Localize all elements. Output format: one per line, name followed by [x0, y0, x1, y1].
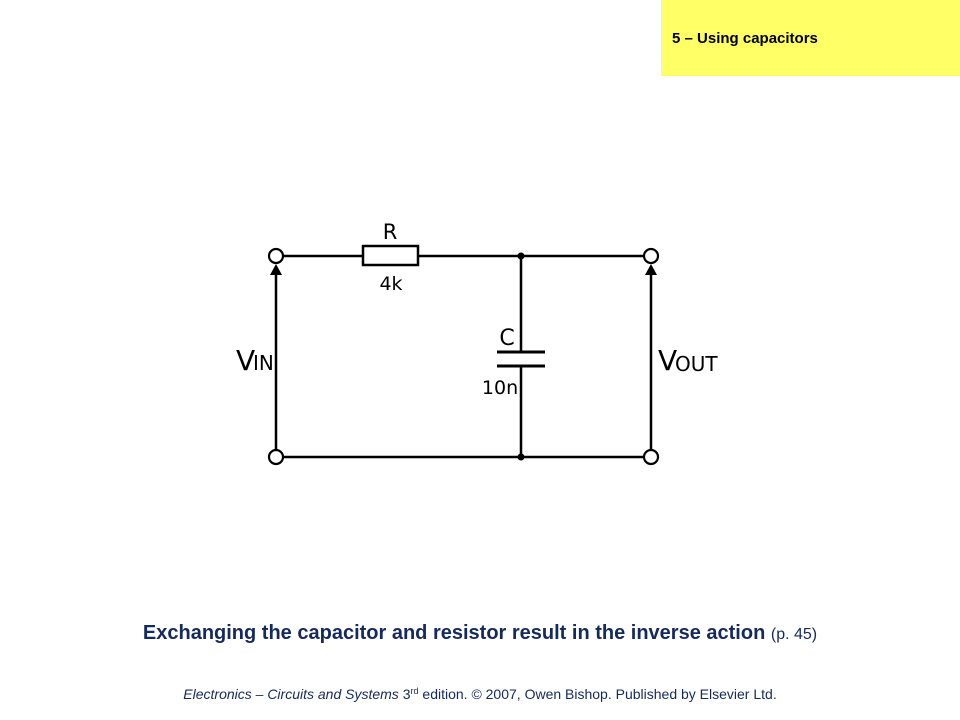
chapter-title: 5 – Using capacitors — [672, 30, 818, 47]
caption-page-ref: (p. 45) — [770, 626, 818, 643]
junction-dot-bottom — [517, 453, 525, 461]
vout-label-main: V — [658, 344, 677, 377]
circuit-wires — [274, 254, 653, 459]
vin-arrowhead — [270, 264, 282, 275]
caption-text: Exchanging the capacitor and resistor re… — [142, 622, 766, 644]
input-terminal-bottom — [267, 448, 285, 466]
capacitor-symbol — [497, 350, 545, 368]
vin-label-sub: IN — [253, 351, 274, 375]
capacitor-value: 10n — [482, 377, 518, 399]
footer-edition-sup: rd — [410, 686, 419, 696]
footer-book-title: Electronics – Circuits and Systems — [183, 686, 399, 702]
vin-label-main: V — [236, 344, 255, 377]
output-terminal-bottom — [642, 448, 660, 466]
footer-rest: edition. © 2007, Owen Bishop. Published … — [422, 686, 777, 702]
output-terminal-top — [642, 247, 660, 265]
resistor-symbol — [361, 244, 420, 267]
vout-arrowhead — [645, 264, 657, 275]
terminals — [267, 247, 660, 466]
slide-footer: Electronics – Circuits and Systems 3rd e… — [0, 686, 960, 702]
chapter-header: 5 – Using capacitors — [661, 0, 960, 76]
vout-label-sub: OUT — [675, 352, 718, 376]
capacitor-label: C — [499, 326, 514, 351]
resistor-label: R — [383, 220, 398, 244]
junction-dot-top — [517, 252, 525, 260]
input-terminal-top — [267, 247, 285, 265]
footer-edition-num: 3 — [402, 686, 411, 702]
slide-caption: Exchanging the capacitor and resistor re… — [0, 622, 960, 645]
resistor-value: 4k — [379, 273, 402, 295]
